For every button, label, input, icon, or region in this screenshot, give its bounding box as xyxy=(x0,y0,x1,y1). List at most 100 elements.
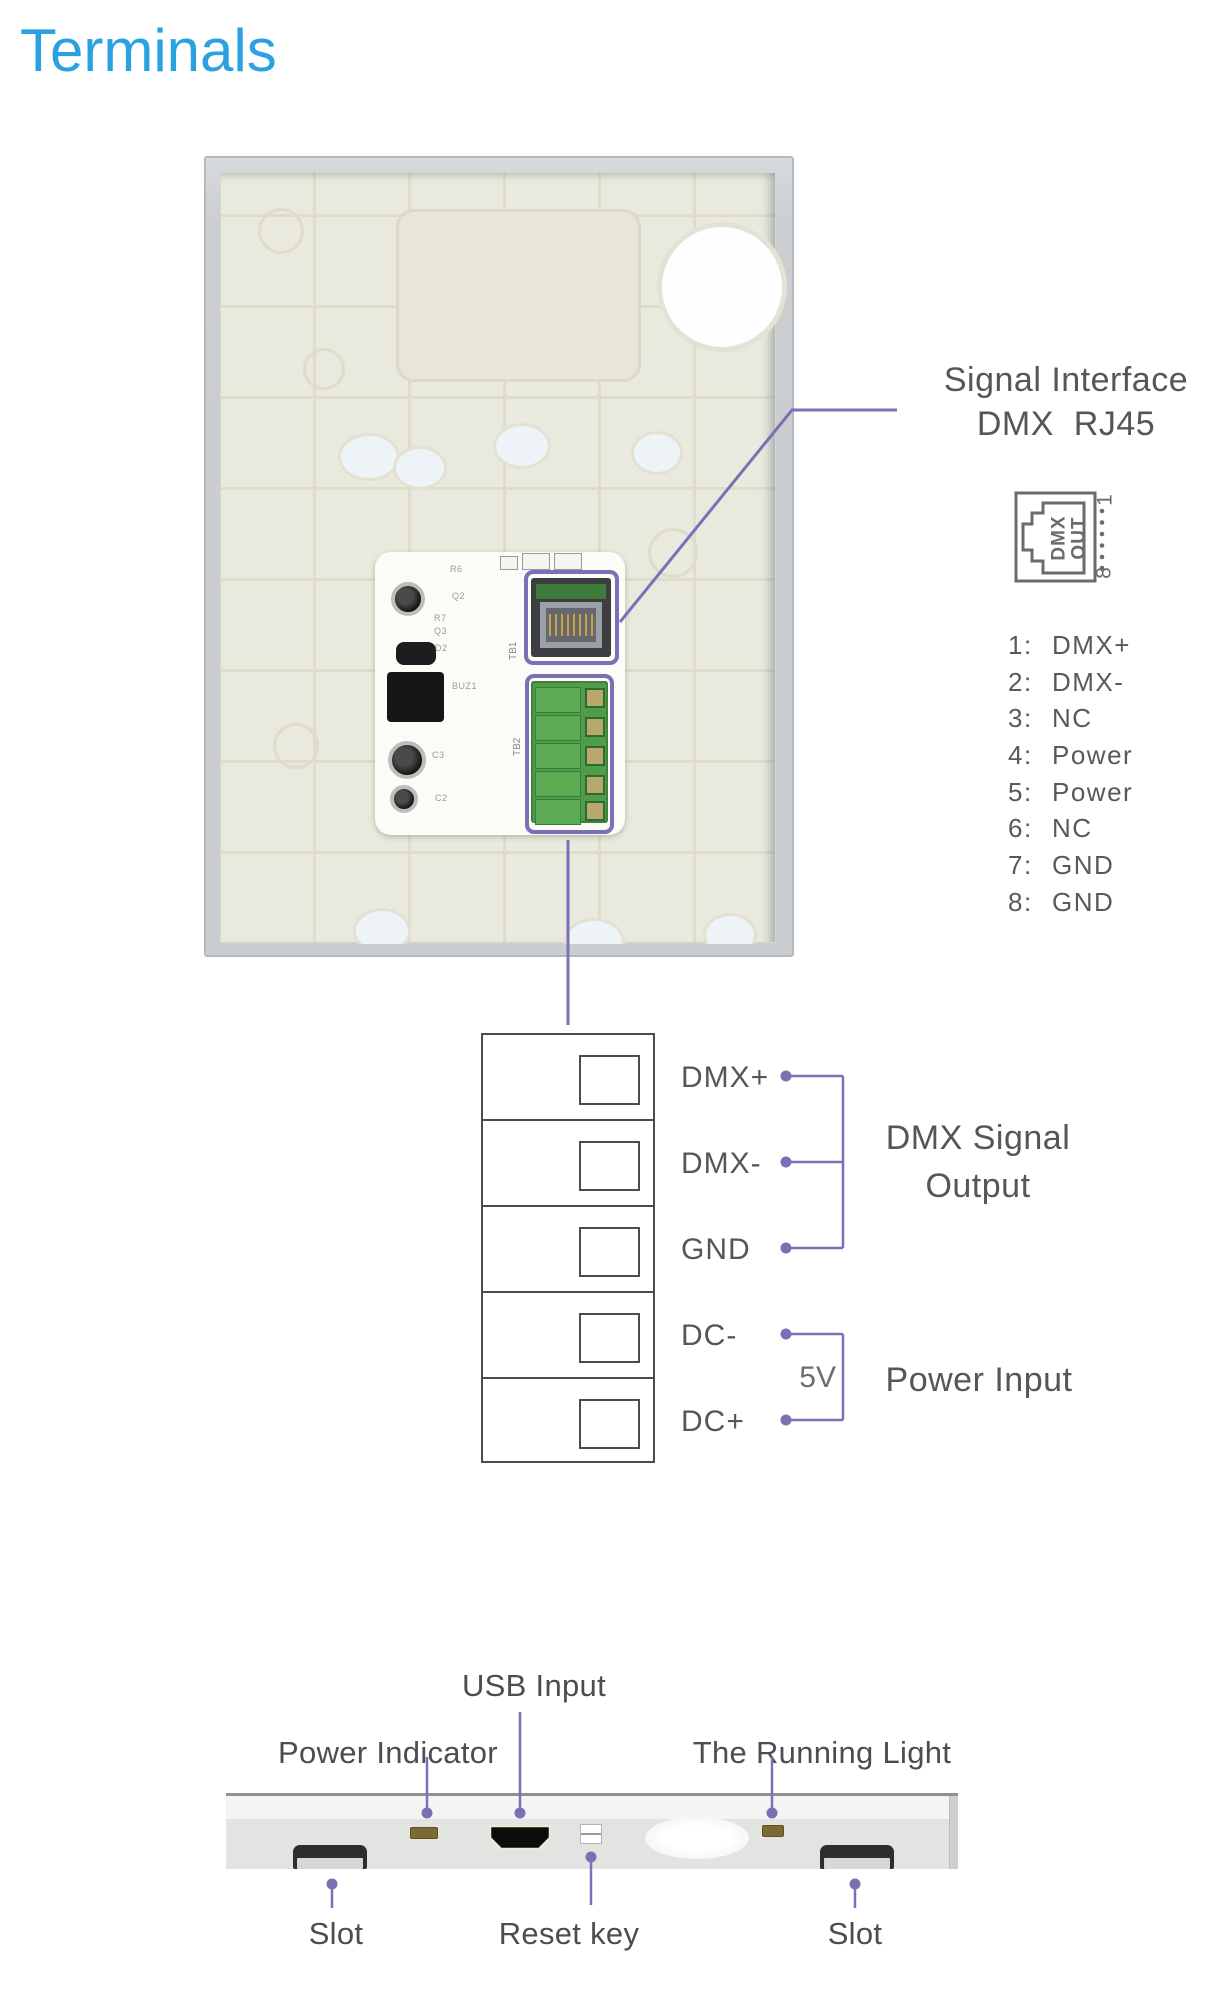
silkscreen-text: Q2 xyxy=(452,591,466,601)
panel-boss-circle xyxy=(648,528,698,578)
panel-bottom-edge xyxy=(227,944,775,955)
terminal-label-dmx-plus: DMX+ xyxy=(681,1061,770,1094)
terminal-screw-square xyxy=(579,1399,640,1449)
terminal-screw-square xyxy=(579,1313,640,1363)
terminal-cell xyxy=(535,799,581,825)
running-light-label: The Running Light xyxy=(692,1735,952,1770)
usb-port xyxy=(488,1824,552,1851)
pcb-sticker xyxy=(522,553,550,570)
silkscreen-text: R7 xyxy=(434,613,447,623)
tb1-label: TB1 xyxy=(508,641,519,660)
rj45-pin xyxy=(549,614,551,636)
terminal-cell xyxy=(535,687,581,713)
terminal-label-dmx-minus: DMX- xyxy=(681,1147,762,1180)
screw-hole-sticker xyxy=(631,431,683,475)
terminal-screw-square xyxy=(579,1141,640,1191)
light-window xyxy=(645,1817,749,1859)
terminal-row xyxy=(483,1207,653,1293)
signal-interface-line1: Signal Interface xyxy=(943,361,1189,399)
pin-row: 6:NC xyxy=(1008,813,1093,844)
terminal-cell xyxy=(535,715,581,741)
slot-left xyxy=(293,1845,367,1869)
rj45-port xyxy=(531,578,611,657)
rj45-pin xyxy=(573,614,575,636)
terminal-cell xyxy=(535,771,581,797)
power-indicator-led xyxy=(410,1827,438,1839)
rj45-pin xyxy=(561,614,563,636)
rj45-pin xyxy=(555,614,557,636)
device-back-photo: R6 Q2 R7 Q3 D2 BUZ1 C3 C2 TB1 TB2 xyxy=(204,156,794,957)
capacitor xyxy=(388,741,426,779)
page-title: Terminals xyxy=(20,17,277,84)
pin-row: 2:DMX- xyxy=(1008,666,1125,697)
pin-row: 3:NC xyxy=(1008,703,1093,734)
component xyxy=(396,642,436,665)
light-window-highlight xyxy=(659,1831,735,1845)
pin-row: 7:GND xyxy=(1008,849,1115,880)
terminal-row xyxy=(483,1121,653,1207)
slot-opening xyxy=(824,1858,890,1869)
silkscreen-text: Q3 xyxy=(434,626,448,636)
silkscreen-text: D2 xyxy=(435,643,448,653)
rj45-pinout-icon: DMX OUT 1 8 xyxy=(1014,491,1117,583)
rj45-pin xyxy=(567,614,569,636)
voltage-label: 5V xyxy=(799,1361,836,1394)
screw-hole-sticker xyxy=(493,423,551,469)
terminal-row xyxy=(483,1035,653,1121)
terminal-block-diagram xyxy=(481,1033,655,1463)
terminal-screw xyxy=(585,688,605,708)
panel-center-plate xyxy=(396,209,641,382)
silkscreen-text: R6 xyxy=(450,564,463,574)
screw-terminal-block xyxy=(531,681,608,825)
reset-key xyxy=(580,1824,602,1844)
rj45-highlight-box xyxy=(524,570,619,665)
terminal-screw xyxy=(585,717,605,737)
ic-chip xyxy=(387,672,444,722)
pin-row: 8:GND xyxy=(1008,886,1115,917)
usb-input-label: USB Input xyxy=(461,1668,606,1703)
silkscreen-text: C2 xyxy=(435,793,448,803)
terminal-highlight-box xyxy=(525,674,614,834)
rj45-pin xyxy=(591,614,593,636)
pcb-sticker xyxy=(500,556,518,570)
terminal-label-dc-minus: DC- xyxy=(681,1319,738,1352)
terminal-screw-square xyxy=(579,1055,640,1105)
terminal-screw xyxy=(585,746,605,766)
terminal-label-dc-plus: DC+ xyxy=(681,1405,745,1438)
power-indicator-label: Power Indicator xyxy=(278,1735,498,1770)
signal-interface-label: Signal Interface DMX RJ45 xyxy=(920,358,1212,446)
screw-hole-sticker xyxy=(393,446,447,490)
pin-8-number: 8 xyxy=(1093,567,1116,579)
dmx-signal-output-label: DMX Signal Output xyxy=(885,1119,1071,1205)
signal-interface-line2: DMX RJ45 xyxy=(976,405,1156,443)
screw-hole-sticker xyxy=(338,433,400,481)
silkscreen-text: BUZ1 xyxy=(452,681,478,691)
reset-key-label: Reset key xyxy=(498,1916,640,1951)
edge-right-cap xyxy=(949,1796,958,1869)
rj45-pcb-edge xyxy=(536,584,606,599)
pin-1-number: 1 xyxy=(1094,494,1117,506)
silkscreen-text: C3 xyxy=(432,750,445,760)
edge-top-band xyxy=(226,1796,958,1819)
panel-boss-circle xyxy=(273,723,319,769)
terminal-row xyxy=(483,1379,653,1465)
pcb-sticker xyxy=(554,553,582,570)
rj45-pin xyxy=(579,614,581,636)
terminal-row xyxy=(483,1293,653,1379)
slot-right xyxy=(820,1845,894,1869)
terminal-label-gnd: GND xyxy=(681,1233,751,1266)
pin-row: 5:Power xyxy=(1008,776,1134,807)
terminal-screw xyxy=(585,775,605,795)
terminal-screw xyxy=(585,801,605,821)
panel-boss-circle xyxy=(258,208,304,254)
running-light-led xyxy=(762,1825,784,1837)
terminal-cell xyxy=(535,743,581,769)
rj45-cavity-inner xyxy=(546,608,596,642)
rj45-pin xyxy=(585,614,587,636)
reset-key-seam xyxy=(581,1833,601,1836)
dmx-out-line1: DMX xyxy=(1049,515,1070,560)
terminal-screw-square xyxy=(579,1227,640,1277)
power-input-label: Power Input xyxy=(885,1361,1073,1399)
rj45-pin-list: 1:DMX+ 2:DMX- 3:NC 4:Power 5:Power 6:NC … xyxy=(1008,627,1133,921)
